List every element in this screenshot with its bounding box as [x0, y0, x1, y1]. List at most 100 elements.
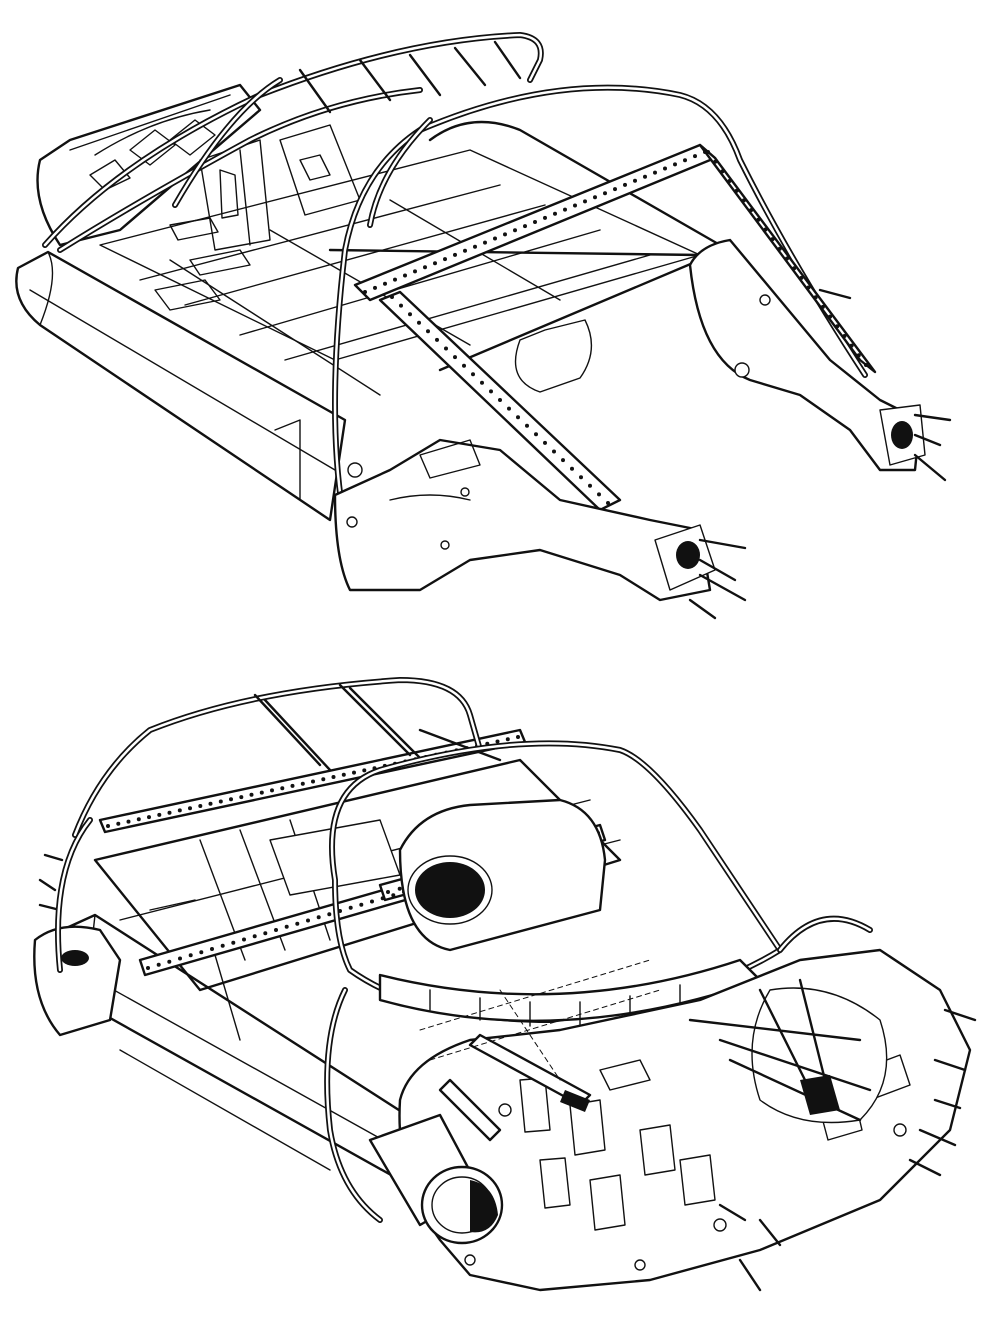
chassis-drawing-top [15, 32, 952, 620]
rivet [386, 890, 390, 894]
rivet [408, 312, 412, 317]
front-quarter-view [0, 660, 1000, 1320]
rivet [483, 240, 487, 245]
rivet [423, 265, 427, 270]
rivet [284, 924, 289, 929]
rivet [842, 334, 847, 338]
rear-quarter-view [0, 0, 1000, 640]
rivet [543, 215, 547, 220]
rivet [126, 819, 131, 824]
rivet [453, 355, 457, 360]
steering-column [438, 1033, 592, 1142]
riveted-crossbeam [353, 143, 877, 512]
side-tube-left [15, 250, 347, 522]
rivet [417, 320, 421, 325]
rivet [373, 285, 377, 290]
rivet [433, 261, 437, 266]
rivet [713, 159, 718, 164]
rivet [413, 269, 417, 274]
rivet [505, 737, 510, 742]
rivet [167, 810, 172, 815]
rivet [362, 768, 367, 773]
rivet [799, 275, 804, 280]
rivet [828, 314, 833, 319]
front-box-struts [688, 978, 888, 1124]
rivet [820, 304, 825, 309]
tank-tunnel [328, 120, 722, 393]
rivet [316, 915, 321, 920]
rivet [157, 812, 162, 817]
rivet [393, 277, 397, 282]
rivet [570, 466, 574, 471]
floor-pan [99, 149, 701, 396]
rivet [597, 492, 601, 497]
rivet [603, 191, 607, 196]
rivet [533, 220, 537, 224]
rivet [167, 959, 172, 964]
rivet [763, 227, 768, 232]
rivet [683, 158, 687, 163]
rivet [363, 290, 367, 294]
rivet [489, 389, 493, 394]
rivet [311, 779, 315, 784]
rivet [792, 266, 797, 271]
rivet [199, 950, 204, 955]
nose-bulkhead [33, 853, 122, 1037]
rivet [673, 162, 677, 167]
rivet [573, 203, 577, 208]
rivet [633, 178, 637, 183]
rivet [579, 475, 583, 480]
rivet [663, 166, 667, 171]
rivet [177, 808, 182, 813]
rivet [242, 937, 246, 942]
rivet [806, 285, 811, 290]
rivet [300, 781, 305, 786]
rivet [290, 783, 295, 788]
rivet [341, 772, 346, 777]
rivet [525, 423, 529, 428]
rivet [453, 252, 457, 257]
rivet [146, 966, 150, 970]
rivet [106, 824, 110, 828]
rivet [734, 188, 739, 193]
rivet [498, 398, 502, 402]
rivet [327, 912, 332, 917]
rivet [198, 804, 203, 808]
rivet [380, 896, 385, 901]
rivet [147, 815, 151, 820]
rivet [239, 795, 244, 800]
rivet [295, 921, 300, 926]
rivet [507, 406, 511, 411]
rivet [397, 886, 402, 891]
rivet [720, 169, 725, 174]
rivet [259, 790, 264, 795]
rivet [348, 905, 353, 910]
rivet [280, 786, 285, 791]
rivet [321, 777, 326, 782]
rivet [188, 953, 193, 958]
rivet [503, 232, 507, 237]
rivet [613, 187, 617, 192]
rivet [623, 182, 627, 187]
rivet [270, 788, 274, 793]
rivet [473, 244, 477, 249]
rivet [136, 817, 141, 822]
rivet [606, 501, 610, 505]
rivet [741, 198, 746, 203]
rivet [306, 918, 310, 923]
rivet [563, 207, 567, 212]
rivet [588, 483, 592, 488]
rivet [480, 380, 484, 385]
rivet [352, 770, 356, 775]
rivet [426, 329, 430, 334]
mounting-studs [464, 1008, 977, 1292]
rivet [756, 217, 761, 222]
rivet [399, 303, 403, 308]
rivet [231, 940, 236, 945]
rivet [727, 179, 732, 183]
rivet [706, 150, 710, 154]
rivet [390, 295, 394, 299]
tank-section [398, 798, 607, 952]
rivet [274, 928, 278, 932]
rivet [534, 432, 538, 437]
